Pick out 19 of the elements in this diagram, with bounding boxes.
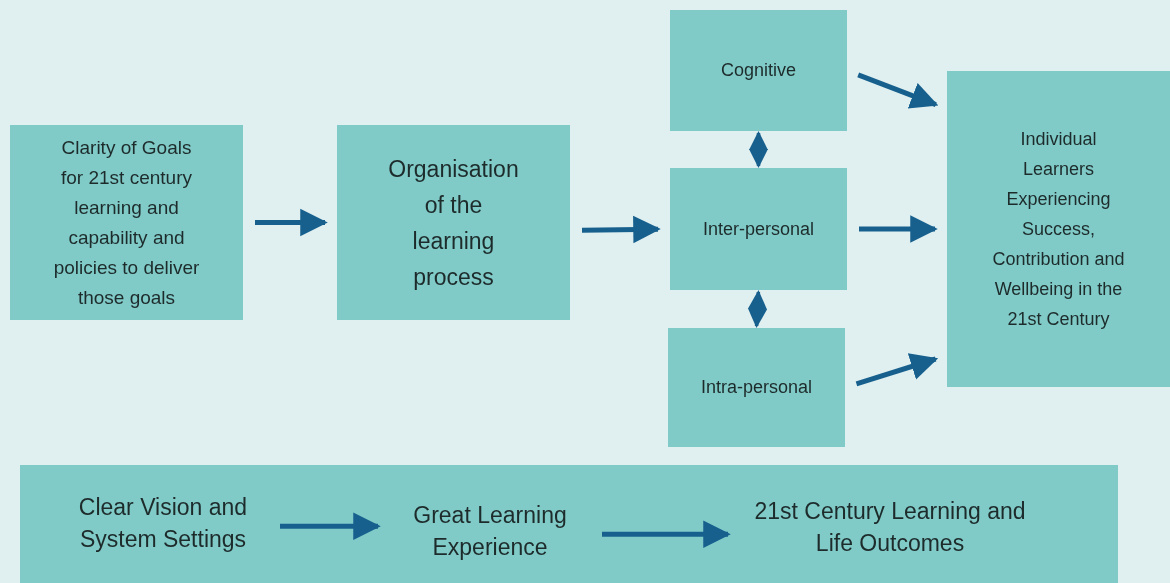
- summary-band: [20, 465, 1118, 583]
- arrow: [602, 520, 731, 549]
- process-box: Organisation of the learning process: [337, 125, 570, 320]
- arrow: [857, 72, 939, 109]
- process-box: Inter-personal: [670, 168, 847, 290]
- arrow: [280, 512, 381, 541]
- stage-text: Clear Vision and System Settings: [58, 490, 268, 556]
- stage-text: 21st Century Learning and Life Outcomes: [740, 494, 1040, 560]
- arrow: [581, 215, 661, 244]
- arrow: [859, 215, 938, 243]
- arrow: [748, 131, 769, 168]
- arrow: [747, 290, 768, 328]
- arrow: [855, 353, 939, 387]
- stage-text: Great Learning Experience: [390, 498, 590, 564]
- arrow: [255, 208, 328, 237]
- process-box: Intra-personal: [668, 328, 845, 447]
- process-box: Clarity of Goals for 21st century learning and capability and policies to deliver those goals: [10, 125, 243, 320]
- process-box: Cognitive: [670, 10, 847, 131]
- outcome-box: Individual Learners Experiencing Success, Contribution and Wellbeing in the 21st Century: [947, 71, 1170, 387]
